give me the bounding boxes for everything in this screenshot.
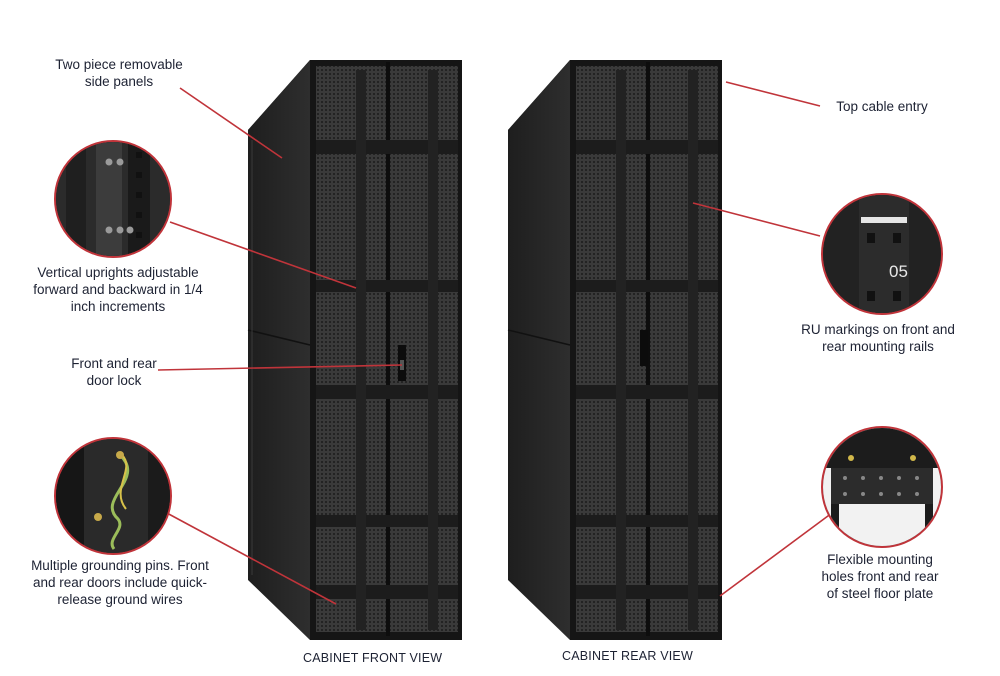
callout-top-cable: Top cable entry [836,99,928,114]
ru-marking-closeup-icon: 05 [823,195,941,313]
side-panel [248,60,310,640]
leader-grounding [164,511,337,605]
front-door-left [316,66,386,632]
callout-grounding: Multiple grounding pins. Front and rear … [31,558,209,607]
ground-wire-closeup-icon [56,439,170,553]
uprights-zoom-circle [54,140,172,258]
front-view-label: CABINET FRONT VIEW [303,651,443,665]
front-cabinet [247,60,462,640]
leader-top-cable [725,81,821,107]
rear-cabinet [507,60,722,640]
leader-floor-plate [719,509,837,597]
callout-uprights: Vertical uprights adjustable forward and… [33,265,203,314]
grounding-zoom-circle [54,437,172,555]
leader-lines [157,81,837,605]
leader-door-lock [157,364,403,371]
leader-side-panels [179,87,283,159]
ru-number: 05 [889,262,908,281]
callout-side-panels: Two piece removable side panels [55,57,183,89]
ru-zoom-circle: 05 [821,193,943,315]
leader-uprights [169,221,357,289]
callout-floor-plate: Flexible mounting holes front and rear o… [821,552,939,601]
rear-door-right [650,66,718,632]
callout-door-lock: Front and rear door lock [71,356,157,388]
leader-ru-markings [692,202,821,237]
callout-ru-markings: RU markings on front and rear mounting r… [801,322,955,354]
rear-door-left [576,66,646,632]
rear-view-label: CABINET REAR VIEW [562,649,693,663]
floor-plate-zoom-circle [821,426,943,548]
rear-side-panel [508,60,570,640]
floor-plate-closeup-icon [823,428,941,546]
rear-door-handle [640,330,648,366]
rail-closeup-icon [56,142,170,256]
